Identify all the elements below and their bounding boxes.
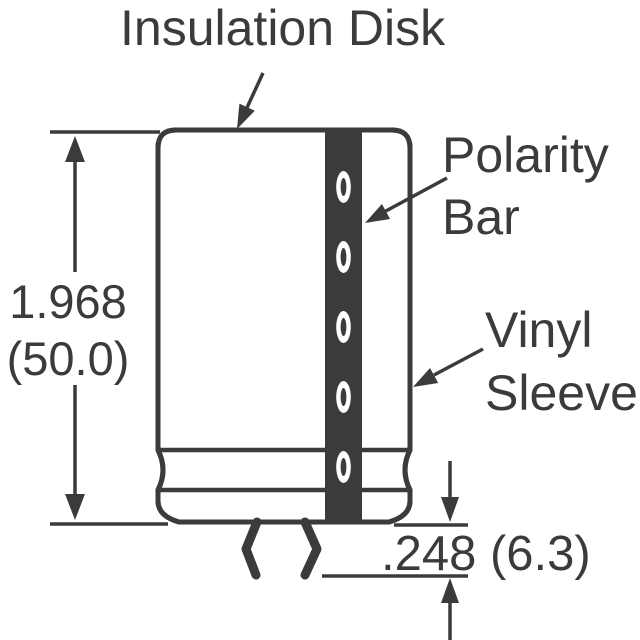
polarity-bar-arrowhead [365, 204, 391, 223]
polarity-bar-label-line1: Polarity [442, 127, 609, 183]
lead-length-label: .248 (6.3) [381, 527, 591, 581]
callout-labels: Insulation Disk Polarity Bar Vinyl Sleev… [120, 0, 638, 421]
capacitor-body-group [155, 127, 413, 525]
capacitor-body [155, 127, 413, 525]
polarity-bar-leader-line [383, 176, 448, 214]
dimension-inches-label: 1.968 [9, 275, 127, 328]
polarity-marker [336, 451, 351, 483]
arrowhead-down [65, 494, 85, 520]
lead-left [241, 517, 262, 580]
polarity-marker [336, 241, 351, 273]
polarity-marker [336, 171, 351, 203]
dimension-mm-label: (50.0) [7, 332, 130, 385]
insulation-disk-label: Insulation Disk [120, 0, 446, 56]
capacitor-body-outline [155, 127, 413, 525]
vinyl-sleeve-label-line1: Vinyl [485, 302, 592, 358]
leader-arrows [237, 72, 484, 387]
vinyl-sleeve-arrowhead [413, 368, 439, 387]
insulation-disk-leader-line [243, 72, 265, 113]
polarity-marker [336, 381, 351, 413]
dimension-body-length: 1.968 (50.0) [7, 130, 168, 526]
polarity-marker [336, 311, 351, 343]
arrowhead-up [65, 136, 85, 162]
arrowhead-down [441, 497, 459, 522]
leads-group [241, 517, 322, 580]
lead-right [300, 517, 322, 580]
dimension-lead-length: .248 (6.3) [322, 461, 591, 640]
vinyl-sleeve-leader-line [433, 347, 484, 377]
vinyl-sleeve-label-line2: Sleeve [485, 365, 638, 421]
insulation-disk-arrowhead [237, 103, 255, 129]
arrowhead-up [441, 578, 459, 603]
polarity-bar-label-line2: Bar [442, 189, 520, 245]
